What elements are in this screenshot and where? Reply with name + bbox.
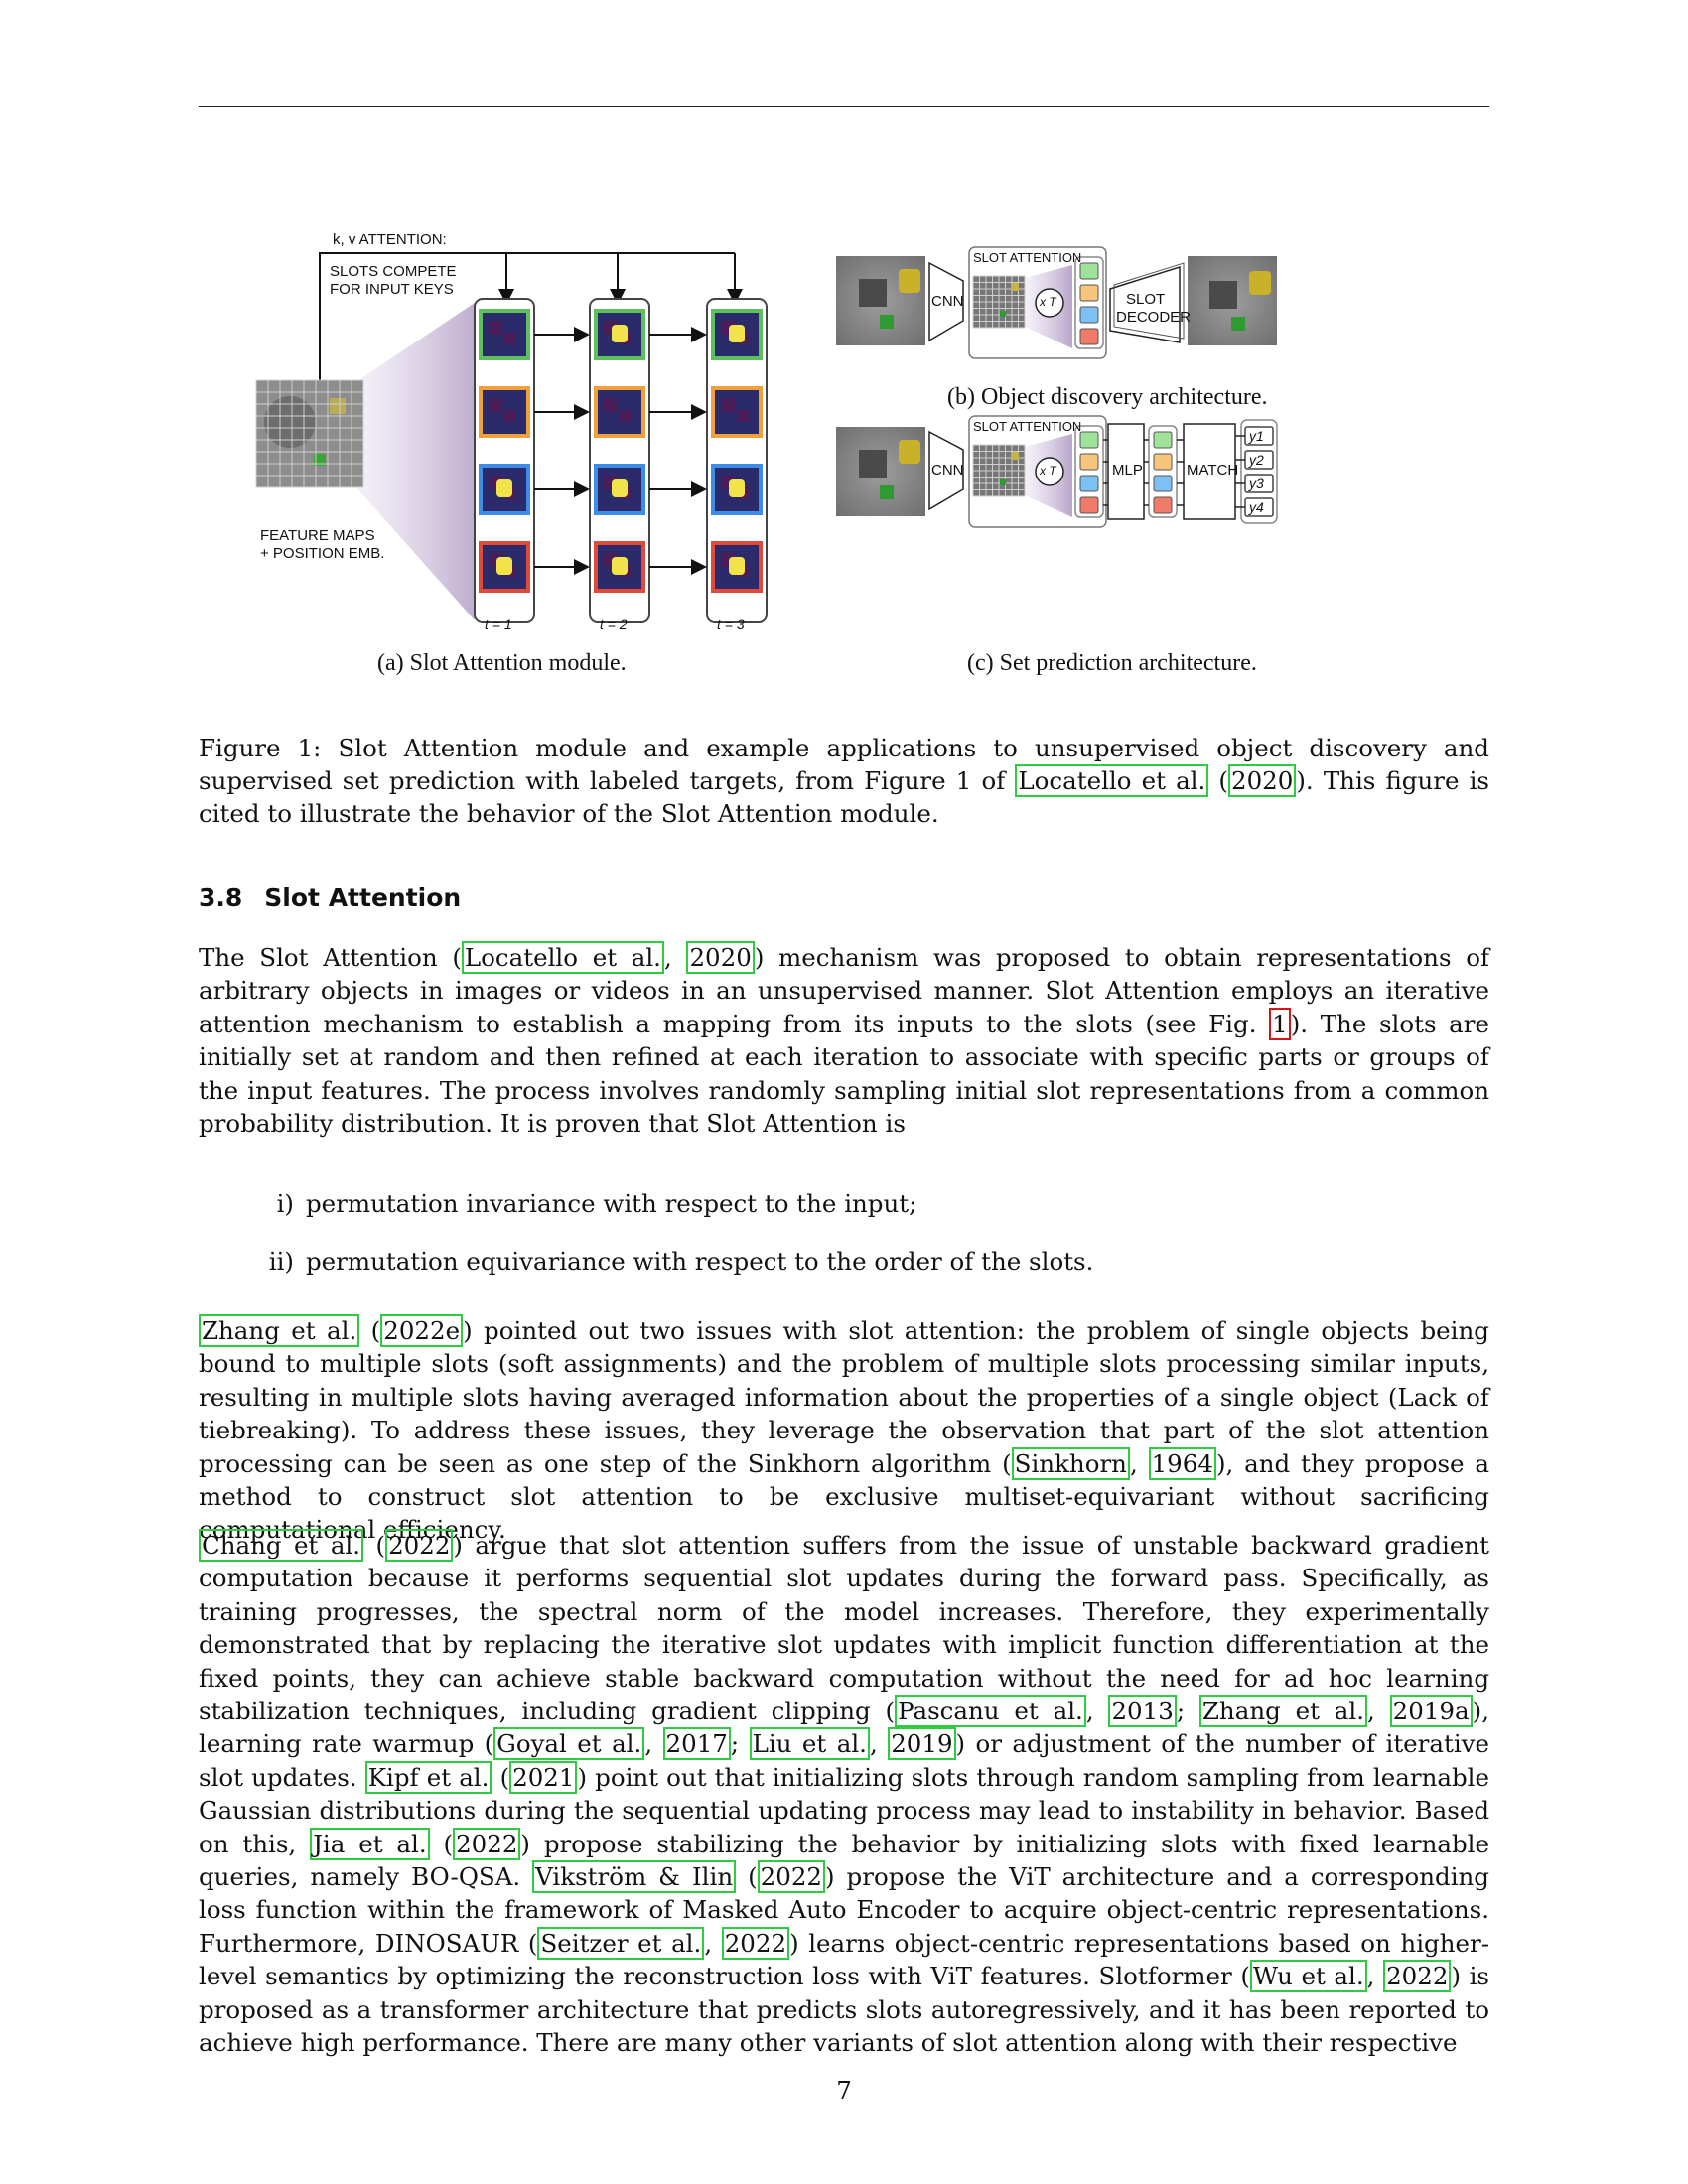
caption-text: ( — [1208, 766, 1228, 795]
citation-link[interactable]: 1964 — [1148, 1446, 1216, 1480]
citation-link[interactable]: 2022 — [757, 1860, 826, 1894]
citation-link[interactable]: Wu et al. — [1249, 1960, 1367, 1993]
paragraph-1: The Slot Attention (Locatello et al., 20… — [199, 941, 1490, 1139]
subcaption-c: (c) Set prediction architecture. — [967, 650, 1257, 676]
caption-text: ). This figure is cited to illustrate th… — [199, 766, 1489, 828]
caption-text: Figure 1: Slot Attention module and exam… — [199, 734, 1489, 795]
citation-link[interactable]: 2022 — [385, 1529, 454, 1562]
header-rule — [199, 106, 1489, 107]
y4-label: y4 — [1249, 499, 1264, 515]
citation-link[interactable]: Zhang et al. — [1198, 1695, 1368, 1728]
page-number: 7 — [836, 2076, 852, 2105]
citation-link[interactable]: 2019 — [888, 1727, 956, 1761]
citation-link[interactable]: Kipf et al. — [364, 1760, 492, 1794]
cnn-label-c: CNN — [931, 462, 964, 478]
list-item: ii)permutation equivariance with respect… — [268, 1247, 1094, 1276]
citation-link[interactable]: 2013 — [1108, 1695, 1177, 1728]
citation-link[interactable]: Pascanu et al. — [895, 1695, 1086, 1728]
subcaption-b: (b) Object discovery architecture. — [947, 384, 1268, 410]
feature-maps-label-2: + POSITION EMB. — [260, 545, 385, 562]
slot-attention-label-c: SLOT ATTENTION — [973, 419, 1082, 434]
t3-label: t = 3 — [717, 616, 745, 632]
slot-attention-label-b: SLOT ATTENTION — [973, 250, 1082, 265]
slot-decoder-label-1: SLOT — [1126, 291, 1166, 308]
citation-link[interactable]: 2022 — [721, 1926, 790, 1960]
slot-decoder-label-2: DECODER — [1116, 309, 1192, 326]
figure-ref-link[interactable]: 1 — [1269, 1007, 1291, 1040]
section-number: 3.8 — [199, 884, 243, 912]
citation-link[interactable]: 2022 — [453, 1827, 521, 1860]
citation-link[interactable]: 2021 — [509, 1760, 578, 1794]
match-label: MATCH — [1187, 462, 1239, 478]
citation-link[interactable]: Liu et al. — [749, 1727, 870, 1761]
citation-link[interactable]: Goyal et al. — [493, 1727, 645, 1761]
citation-link[interactable]: Locatello et al. — [461, 941, 664, 974]
y2-label: y2 — [1249, 452, 1264, 468]
figure-1-diagram — [255, 246, 1278, 623]
object-discovery-architecture — [836, 246, 1277, 359]
mlp-label: MLP — [1112, 462, 1143, 478]
citation-link[interactable]: Locatello et al. — [1015, 764, 1209, 797]
figure-1: k, v ATTENTION: SLOTS COMPETE FOR INPUT … — [248, 223, 1460, 700]
slots-compete-label-2: FOR INPUT KEYS — [330, 281, 454, 298]
feature-maps-label-1: FEATURE MAPS — [260, 527, 375, 544]
citation-link[interactable]: 2022e — [380, 1314, 464, 1347]
paragraph-3: Chang et al. (2022) argue that slot atte… — [199, 1529, 1490, 2058]
y1-label: y1 — [1249, 428, 1264, 444]
subcaption-a: (a) Slot Attention module. — [377, 650, 627, 676]
citation-link[interactable]: 2020 — [1228, 764, 1297, 797]
paragraph-2: Zhang et al. (2022e) pointed out two iss… — [199, 1314, 1489, 1545]
citation-link[interactable]: 2019a — [1389, 1695, 1473, 1728]
kv-attention-label: k, v ATTENTION: — [333, 231, 447, 248]
citation-link[interactable]: 2020 — [686, 941, 755, 974]
citation-link[interactable]: Sinkhorn — [1011, 1446, 1130, 1480]
t2-label: t = 2 — [600, 616, 628, 632]
slots-compete-label-1: SLOTS COMPETE — [330, 263, 457, 280]
citation-link[interactable]: Seitzer et al. — [537, 1926, 705, 1960]
xt-label-c: x T — [1040, 464, 1056, 478]
xt-label-b: x T — [1040, 295, 1056, 309]
citation-link[interactable]: Vikström & Ilin — [532, 1860, 737, 1894]
section-title: Slot Attention — [264, 884, 462, 912]
section-heading: 3.8 Slot Attention — [199, 884, 461, 912]
slot-attention-module — [255, 252, 768, 623]
list-item: i)permutation invariance with respect to… — [276, 1189, 917, 1218]
citation-link[interactable]: 2022 — [1383, 1960, 1452, 1993]
cnn-label-b: CNN — [931, 293, 964, 310]
y3-label: y3 — [1249, 476, 1264, 491]
citation-link[interactable]: Chang et al. — [199, 1529, 364, 1562]
t1-label: t = 1 — [485, 616, 512, 632]
set-prediction-architecture — [836, 415, 1278, 528]
citation-link[interactable]: Zhang et al. — [199, 1314, 360, 1347]
figure-caption: Figure 1: Slot Attention module and exam… — [199, 732, 1489, 830]
citation-link[interactable]: Jia et al. — [310, 1827, 430, 1860]
citation-link[interactable]: 2017 — [662, 1727, 731, 1761]
